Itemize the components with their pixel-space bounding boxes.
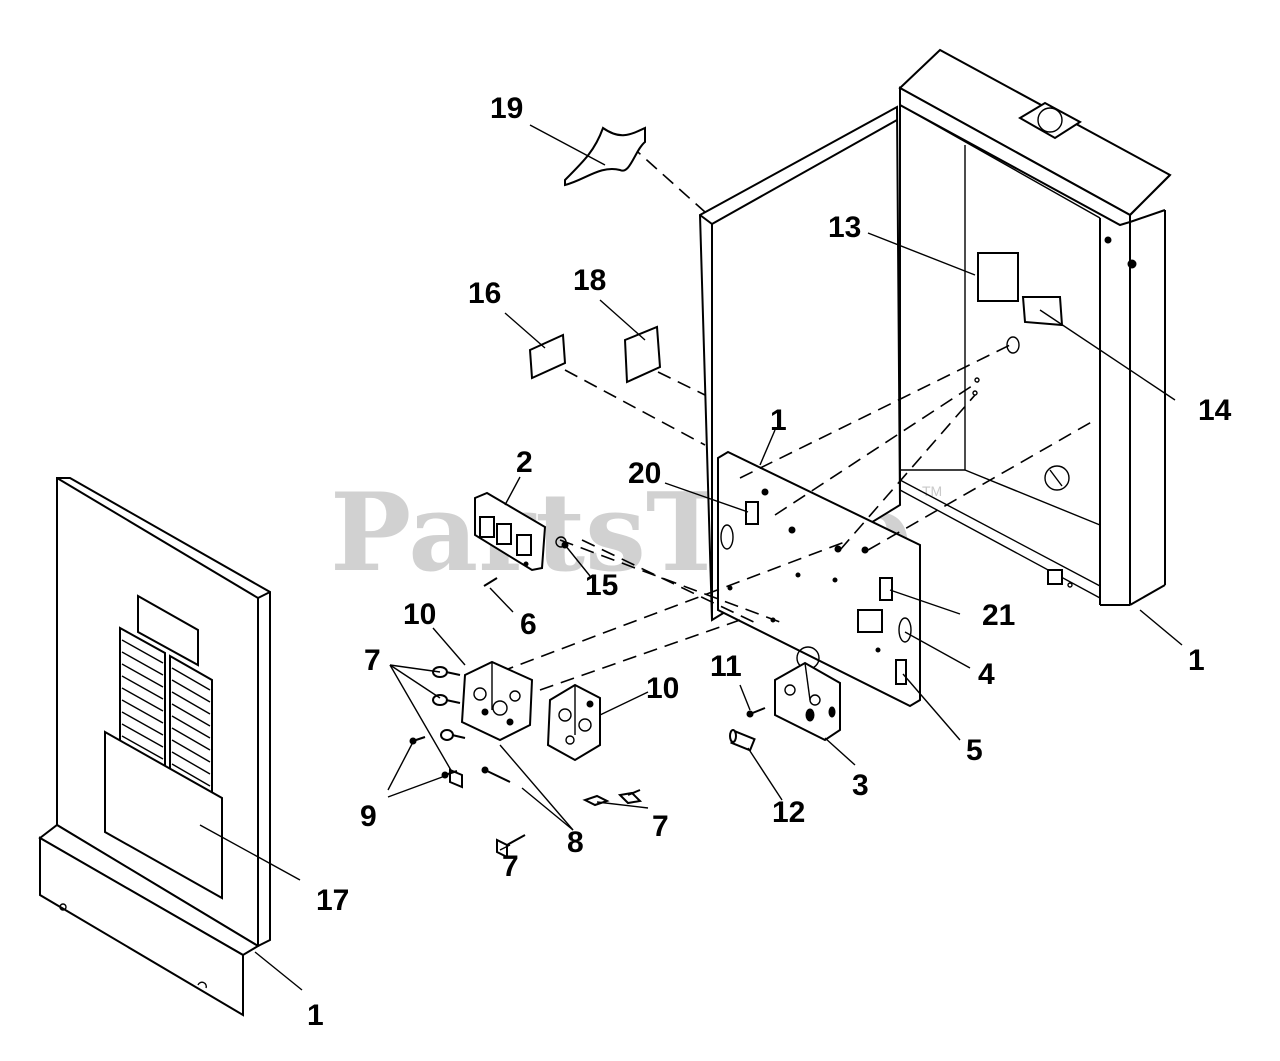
- relay-right: [546, 683, 601, 762]
- leader-lines: [199, 124, 1183, 991]
- callout-3: 3: [852, 769, 869, 802]
- callout-8: 8: [567, 826, 584, 859]
- enclosure-box: [898, 48, 1172, 606]
- callout-7-bottom: 7: [502, 850, 519, 883]
- callout-4: 4: [978, 658, 995, 691]
- fuse-12: [729, 729, 756, 752]
- callout-1-box: 1: [1188, 644, 1205, 677]
- decal-19: [564, 126, 646, 187]
- callout-1-cover: 1: [307, 999, 324, 1032]
- callout-1-plate: 1: [770, 404, 787, 437]
- callout-6: 6: [520, 608, 537, 641]
- callout-7-right: 7: [652, 810, 669, 843]
- callout-18: 18: [573, 264, 606, 297]
- callout-20: 20: [628, 457, 661, 490]
- callout-9: 9: [360, 800, 377, 833]
- callout-2: 2: [516, 446, 533, 479]
- explode-lines: [499, 144, 1096, 691]
- callout-17: 17: [316, 884, 349, 917]
- callout-7-left: 7: [364, 644, 381, 677]
- callout-15: 15: [585, 569, 618, 602]
- fuse-block: [774, 661, 841, 742]
- circuit-board: [474, 491, 569, 587]
- callout-12: 12: [772, 796, 805, 829]
- callout-21: 21: [982, 599, 1015, 632]
- decal-16: [528, 333, 567, 380]
- decal-18: [623, 325, 662, 384]
- front-cover: [38, 477, 271, 1017]
- callout-11: 11: [710, 650, 742, 683]
- fasteners: [409, 666, 643, 859]
- relay-left: [460, 660, 534, 742]
- callout-16: 16: [468, 277, 501, 310]
- callout-14: 14: [1198, 394, 1232, 427]
- callout-19: 19: [490, 92, 523, 125]
- callout-10-right: 10: [646, 672, 679, 705]
- mounting-plate: [717, 450, 921, 708]
- callout-5: 5: [966, 734, 983, 767]
- callout-13: 13: [828, 211, 861, 244]
- callout-10-left: 10: [403, 598, 436, 631]
